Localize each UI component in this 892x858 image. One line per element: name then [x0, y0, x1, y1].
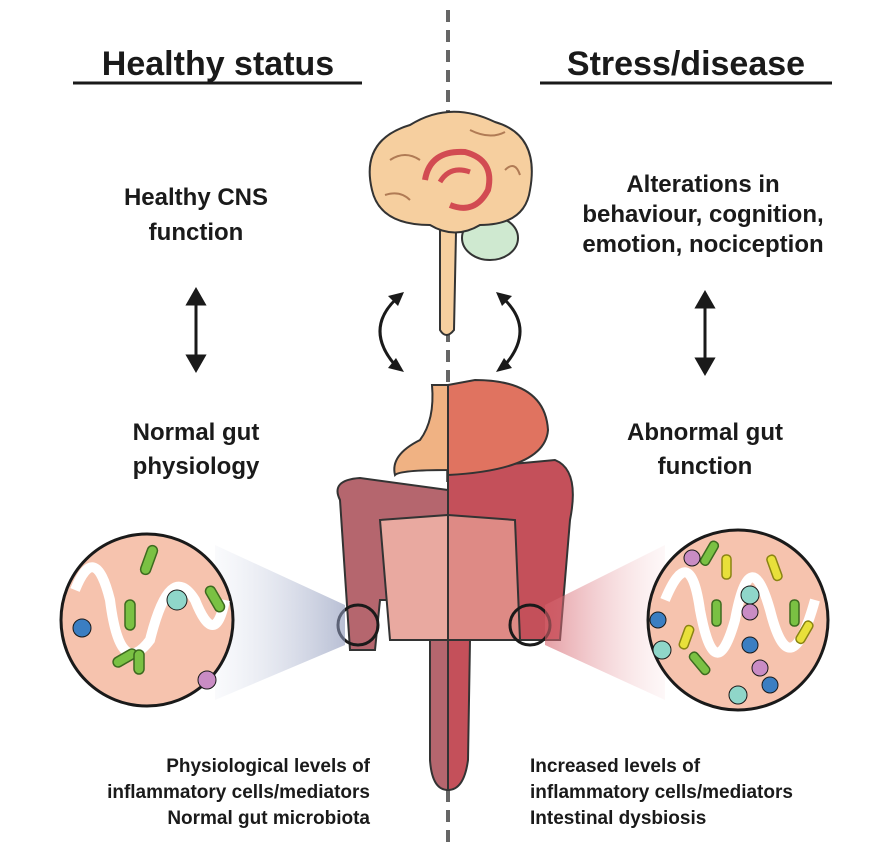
double-arrow-icon — [694, 289, 716, 377]
brain-illustration — [368, 110, 533, 336]
altered-cns-label-2: behaviour, cognition, — [582, 201, 823, 228]
healthy-mucosa-inset — [59, 532, 235, 708]
altered-cns-label-3: emotion, nociception — [582, 231, 823, 258]
healthy-caption-3: Normal gut microbiota — [167, 808, 370, 829]
double-arrow-icon — [185, 286, 207, 374]
healthy-cns-label-2: function — [149, 219, 244, 246]
healthy-caption-2: inflammatory cells/mediators — [107, 782, 370, 803]
disease-caption-3: Intestinal dysbiosis — [530, 808, 706, 829]
healthy-caption-1: Physiological levels of — [166, 756, 370, 777]
altered-cns-label-1: Alterations in — [626, 171, 779, 198]
abnormal-gut-label-2: function — [658, 453, 753, 480]
abnormal-gut-label-1: Abnormal gut — [627, 419, 783, 446]
magnify-cone-left — [215, 545, 345, 700]
normal-gut-label-1: Normal gut — [133, 419, 260, 446]
disease-caption-1: Increased levels of — [530, 756, 701, 777]
dysbiotic-mucosa-inset — [646, 528, 830, 712]
commensal-bacteria — [688, 540, 800, 676]
commensal-bacteria — [112, 544, 226, 675]
disease-caption-2: inflammatory cells/mediators — [530, 782, 793, 803]
arrowheads — [388, 292, 512, 372]
stress-disease-title: Stress/disease — [567, 45, 805, 83]
magnify-cone-right — [545, 545, 665, 700]
pathobiont-bacteria — [678, 554, 814, 650]
normal-gut-label-2: physiology — [133, 453, 260, 480]
bidirectional-curved-arrow-icon — [378, 298, 522, 366]
gut-illustration — [336, 378, 574, 792]
healthy-status-title: Healthy status — [102, 45, 334, 83]
healthy-cns-label-1: Healthy CNS — [124, 184, 268, 211]
inflammatory-cells — [649, 549, 779, 705]
